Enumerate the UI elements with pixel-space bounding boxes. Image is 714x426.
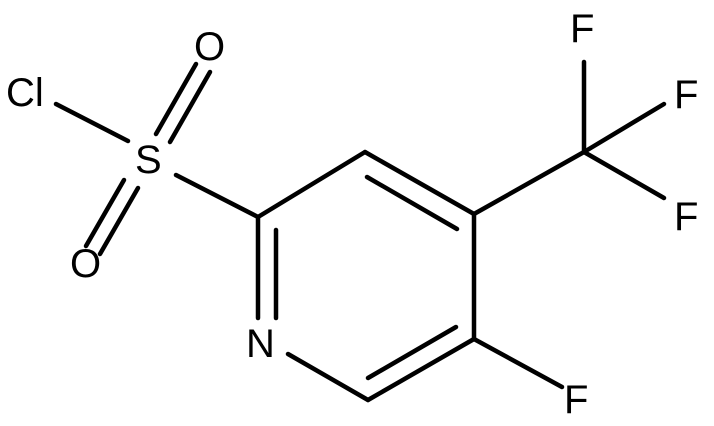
atom-f-bottom: F — [674, 195, 698, 239]
bond-s-o-top-a — [153, 61, 199, 137]
atom-f-right: F — [674, 73, 698, 117]
bonds — [53, 59, 667, 403]
bond-cf3-f-bottom — [581, 149, 667, 201]
atom-o-top: O — [194, 25, 225, 69]
bond-c6-n — [285, 351, 371, 403]
bond-c5-c6 — [365, 336, 477, 403]
atom-f-top: F — [570, 7, 594, 51]
bond-c2-c3 — [255, 149, 368, 220]
atom-f-ring: F — [564, 378, 588, 422]
atom-s: S — [135, 138, 162, 182]
bond-c5-c6-inner — [365, 324, 459, 381]
bond-c4-cf3 — [471, 149, 587, 217]
bond-c5-f — [471, 336, 565, 390]
atom-cl: Cl — [6, 71, 44, 115]
atom-n: N — [246, 322, 275, 366]
atom-labels: Cl S O O N F F F F — [6, 7, 698, 422]
bond-c3-c4-inner — [364, 174, 460, 232]
bond-s-o-bottom-a — [83, 177, 127, 249]
bond-cf3-f-right — [581, 101, 667, 155]
bond-cl-s — [53, 101, 131, 144]
bond-s-o-top-b — [167, 69, 213, 145]
atom-o-bottom: O — [70, 242, 101, 286]
bond-s-o-bottom-b — [97, 185, 141, 257]
bond-s-c2 — [173, 172, 261, 220]
bond-c3-c4 — [362, 149, 477, 217]
